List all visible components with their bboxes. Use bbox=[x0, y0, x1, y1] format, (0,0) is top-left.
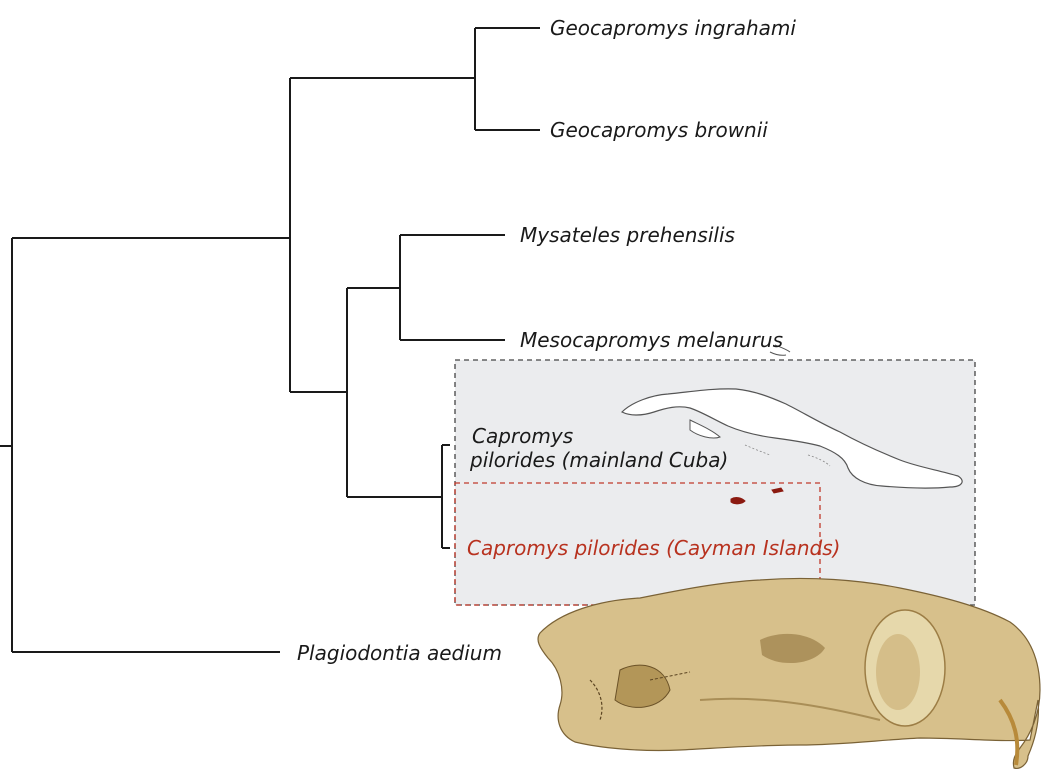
taxon-label-capromys-cuba-line1: Capromys bbox=[472, 424, 573, 448]
taxon-label-capromys-cuba-line2: pilorides (mainland Cuba) bbox=[469, 448, 728, 472]
taxon-label-geocapromys-ingrahami: Geocapromys ingrahami bbox=[550, 16, 796, 40]
skull-image bbox=[538, 578, 1040, 768]
taxon-label-mesocapromys-melanurus: Mesocapromys melanurus bbox=[520, 328, 783, 352]
taxon-label-mysateles-prehensilis: Mysateles prehensilis bbox=[520, 223, 735, 247]
taxon-label-capromys-cayman: Capromys pilorides (Cayman Islands) bbox=[467, 536, 840, 560]
taxon-label-plagiodontia-aedium: Plagiodontia aedium bbox=[297, 641, 502, 665]
taxon-label-geocapromys-brownii: Geocapromys brownii bbox=[550, 118, 768, 142]
